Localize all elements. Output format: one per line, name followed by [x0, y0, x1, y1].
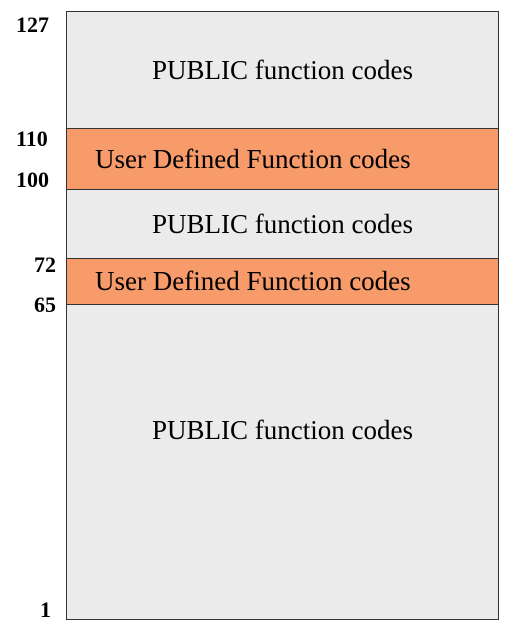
tick-127: 127 — [16, 12, 49, 37]
tick-110: 110 — [16, 126, 48, 151]
public-band-bottom-label: PUBLIC function codes — [152, 414, 413, 445]
user-defined-band-upper-label: User Defined Function codes — [95, 143, 411, 174]
user-defined-band-lower-label: User Defined Function codes — [95, 266, 411, 296]
tick-1: 1 — [40, 597, 51, 622]
public-band-top-label: PUBLIC function codes — [152, 54, 413, 85]
public-band-middle-label: PUBLIC function codes — [152, 208, 413, 239]
tick-65: 65 — [34, 292, 56, 317]
tick-72: 72 — [34, 252, 56, 277]
public-band-top: PUBLIC function codes — [67, 12, 498, 128]
code-range-column: PUBLIC function codes User Defined Funct… — [66, 11, 499, 620]
tick-100: 100 — [16, 167, 49, 192]
public-band-bottom: PUBLIC function codes — [67, 305, 498, 555]
user-defined-band-lower: User Defined Function codes — [67, 258, 498, 305]
public-band-middle: PUBLIC function codes — [67, 190, 498, 258]
user-defined-band-upper: User Defined Function codes — [67, 128, 498, 190]
